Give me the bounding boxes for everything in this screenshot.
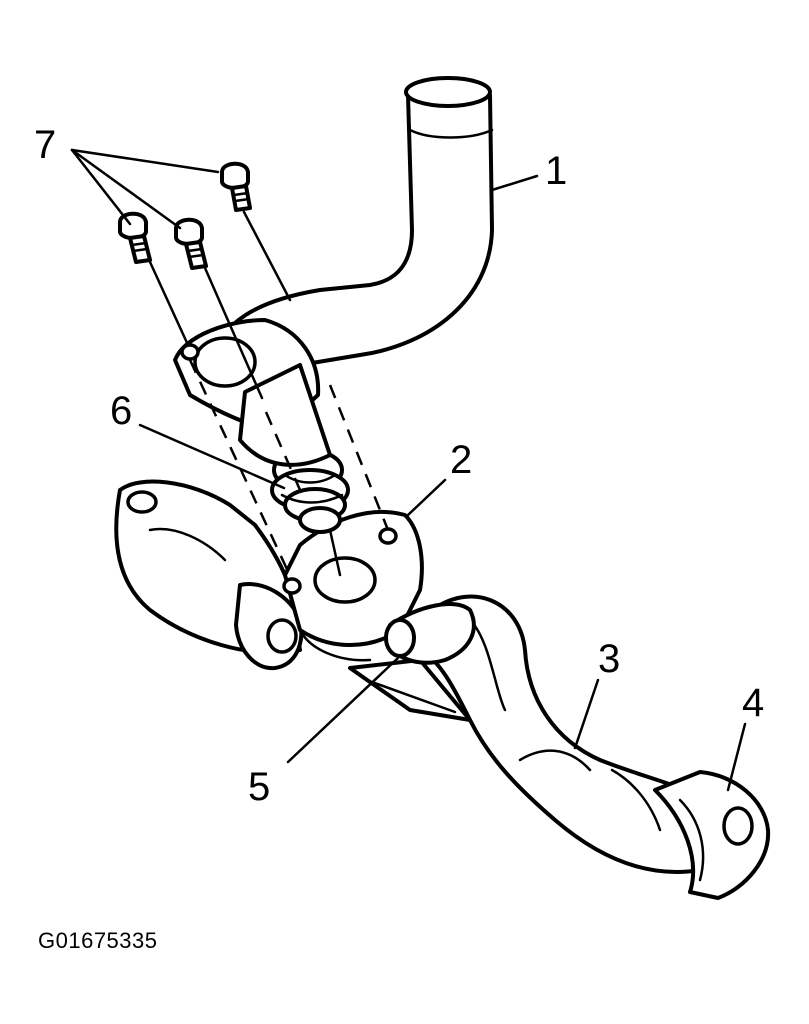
pipe-end-flange [653, 770, 771, 900]
thermostat-housing-body [114, 479, 352, 671]
bypass-nipple [384, 602, 476, 665]
callout-7: 7 [34, 123, 56, 167]
bolt-left [118, 211, 152, 264]
callout-6: 6 [110, 389, 132, 433]
callout-labels: 1 2 3 4 5 6 7 [34, 123, 764, 809]
callout-1: 1 [545, 149, 567, 193]
callout-4: 4 [742, 681, 764, 725]
callout-leaders [70, 148, 747, 792]
callout-3: 3 [598, 637, 620, 681]
bolt-set [118, 161, 252, 270]
callout-5: 5 [248, 765, 270, 809]
figure-id: G01675335 [38, 928, 158, 953]
bolt-top [220, 161, 252, 212]
callout-2: 2 [450, 438, 472, 482]
bolt-middle [174, 217, 208, 270]
upper-coolant-pipe [173, 76, 494, 467]
